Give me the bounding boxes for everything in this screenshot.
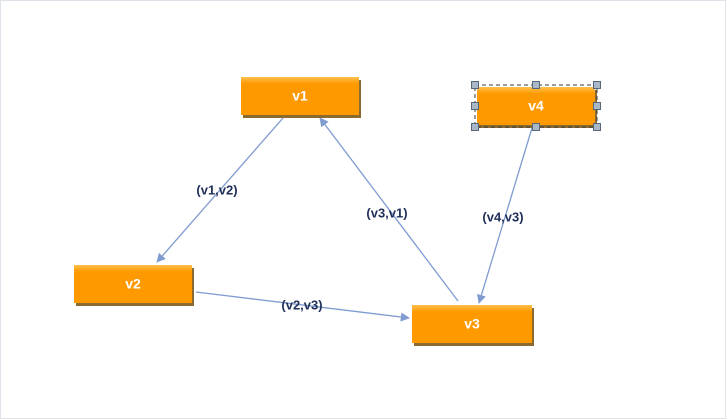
resize-handle-se[interactable] [593, 123, 601, 131]
resize-handle-sw[interactable] [471, 123, 479, 131]
node-label: v2 [125, 276, 141, 292]
edge-line[interactable] [156, 117, 284, 263]
node-label: v1 [292, 88, 308, 104]
edge-label: (v4,v3) [482, 209, 523, 224]
node-box[interactable] [477, 87, 595, 125]
edge-label: (v3,v1) [366, 205, 407, 220]
edge-line[interactable] [319, 117, 459, 302]
edge-label: (v1,v2) [196, 182, 237, 197]
node-box[interactable] [74, 265, 192, 303]
resize-handle-e[interactable] [593, 102, 601, 110]
resize-handle-s[interactable] [532, 123, 540, 131]
node-v1[interactable]: v1 [241, 77, 361, 118]
node-v4[interactable]: v4 [471, 81, 601, 131]
node-box[interactable] [241, 77, 359, 115]
edge-v2-v3[interactable]: (v2,v3) [195, 291, 410, 322]
resize-handle-ne[interactable] [593, 81, 601, 89]
resize-handle-w[interactable] [471, 102, 479, 110]
edge-label: (v2,v3) [281, 297, 322, 312]
edge-v3-v1[interactable]: (v3,v1) [319, 117, 459, 302]
resize-handle-n[interactable] [532, 81, 540, 89]
node-box[interactable] [412, 305, 532, 343]
resize-handle-nw[interactable] [471, 81, 479, 89]
edge-line[interactable] [477, 127, 533, 304]
edge-v1-v2[interactable]: (v1,v2) [156, 117, 284, 263]
node-v3[interactable]: v3 [412, 305, 534, 346]
node-label: v4 [528, 98, 544, 114]
edge-v4-v3[interactable]: (v4,v3) [477, 127, 533, 304]
edge-line[interactable] [195, 291, 410, 322]
node-v2[interactable]: v2 [74, 265, 194, 306]
node-label: v3 [464, 316, 480, 332]
